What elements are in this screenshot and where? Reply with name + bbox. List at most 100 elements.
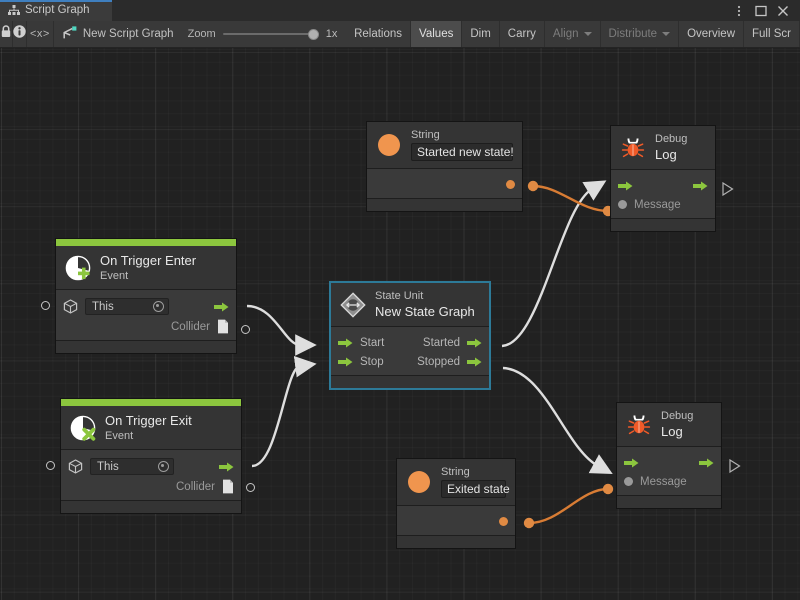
lock-toggle-button[interactable] <box>0 21 13 47</box>
target-object-field[interactable]: This <box>90 458 174 476</box>
message-label: Message <box>640 475 687 488</box>
value-output-port[interactable] <box>499 516 508 526</box>
started-label: Started <box>422 336 460 349</box>
tab-script-graph[interactable]: Script Graph <box>0 0 112 21</box>
string-value-field[interactable]: Started new state! <box>411 142 514 161</box>
graph-toolbar: <x> New Script Graph Zoom 1x Relations V… <box>0 21 800 48</box>
graph-name-field[interactable]: New Script Graph <box>54 21 184 47</box>
node-on-trigger-enter[interactable]: On Trigger Enter Event This <box>55 238 237 355</box>
toolbar-button-carry[interactable]: Carry <box>499 21 545 47</box>
stopped-output-port[interactable]: Stopped <box>417 356 482 368</box>
zoom-control[interactable]: Zoom 1x <box>184 21 346 47</box>
node-header: On Trigger Enter Event <box>56 246 236 290</box>
info-button[interactable] <box>13 21 27 47</box>
gameobject-cube-icon <box>63 299 78 314</box>
string-value-field[interactable]: Exited state <box>441 479 510 498</box>
node-footer <box>56 340 236 354</box>
port-row-collider: Collider <box>61 477 241 496</box>
toolbar-button-overview[interactable]: Overview <box>679 21 745 47</box>
node-footer <box>611 218 715 232</box>
target-object-value: This <box>97 460 119 473</box>
align-label: Align <box>552 28 579 40</box>
wire-endpoint-dot <box>527 180 539 192</box>
flow-input-port[interactable] <box>618 181 633 191</box>
collider-value-icon[interactable] <box>222 479 234 494</box>
zoom-value: 1x <box>325 28 338 40</box>
zoom-slider-knob[interactable] <box>307 28 319 40</box>
flow-input-port[interactable] <box>624 458 639 468</box>
zoom-slider[interactable] <box>222 27 319 41</box>
flow-output-port[interactable] <box>219 462 234 472</box>
trigger-enter-collider-output-port[interactable] <box>241 325 250 334</box>
message-input-port[interactable] <box>618 200 627 210</box>
started-output-port[interactable]: Started <box>423 337 482 349</box>
node-header-text: On Trigger Exit Event <box>105 413 192 442</box>
toolbar-button-align[interactable]: Align <box>544 21 601 47</box>
close-icon[interactable] <box>773 0 793 21</box>
port-row-flow <box>617 453 721 472</box>
node-title: On Trigger Exit <box>105 413 192 428</box>
toolbar-button-dim[interactable]: Dim <box>462 21 500 47</box>
trigger-exit-collider-output-port[interactable] <box>246 483 255 492</box>
object-picker-icon[interactable] <box>153 301 164 313</box>
toolbar-button-relations[interactable]: Relations <box>346 21 412 47</box>
lock-icon <box>0 25 12 43</box>
debug-bug-icon <box>626 412 652 438</box>
node-header: Debug Log <box>611 126 715 170</box>
node-header-text: String Exited state <box>441 466 510 498</box>
value-output-port[interactable] <box>506 179 515 189</box>
kebab-menu-icon[interactable] <box>729 0 749 21</box>
collider-value-icon[interactable] <box>217 319 229 334</box>
flow-output-port[interactable] <box>699 458 714 468</box>
zoom-slider-track <box>222 33 319 35</box>
node-header-text: String Started new state! <box>411 129 514 161</box>
port-row-message: Message <box>611 195 715 214</box>
node-body: This Collider <box>56 289 236 341</box>
start-input-port[interactable]: Start <box>338 337 384 349</box>
toolbar-button-distribute[interactable]: Distribute <box>600 21 680 47</box>
node-body: This Collider <box>61 449 241 501</box>
object-picker-icon[interactable] <box>158 461 169 473</box>
wire-state-started-to-debuglog-top <box>501 180 607 348</box>
node-title: On Trigger Enter <box>100 253 197 268</box>
graph-canvas[interactable]: String Started new state! <box>0 48 800 600</box>
maximize-icon[interactable] <box>751 0 771 21</box>
target-object-field[interactable]: This <box>85 298 169 316</box>
node-body: Message <box>617 446 721 496</box>
toolbar-button-fullscreen[interactable]: Full Scr <box>744 21 800 47</box>
node-string-bottom[interactable]: String Exited state <box>396 458 516 549</box>
code-brackets-icon: <x> <box>29 28 50 40</box>
wire-string-top-to-message <box>532 184 609 213</box>
wire-trigger-enter-to-state-start <box>246 304 317 356</box>
string-value-icon <box>376 132 402 158</box>
code-view-button[interactable]: <x> <box>27 21 54 47</box>
wire-state-stopped-to-debuglog-bottom <box>502 366 613 475</box>
trigger-enter-external-input-port[interactable] <box>41 301 50 310</box>
node-body: Message <box>611 169 715 219</box>
node-body <box>367 167 522 198</box>
gameobject-cube-icon <box>68 459 83 474</box>
node-string-top[interactable]: String Started new state! <box>366 121 523 212</box>
node-header-text: On Trigger Enter Event <box>100 253 196 282</box>
node-header: String Exited state <box>397 459 515 505</box>
stop-input-port[interactable]: Stop <box>338 356 384 368</box>
graph-icon <box>8 5 20 16</box>
message-input-port[interactable] <box>624 477 633 487</box>
node-header: On Trigger Exit Event <box>61 406 241 450</box>
node-debug-log-top[interactable]: Debug Log Message <box>610 125 716 233</box>
flow-output-port[interactable] <box>214 302 229 312</box>
start-label: Start <box>360 336 385 349</box>
node-debug-log-bottom[interactable]: Debug Log Message <box>616 402 722 510</box>
toolbar-button-values[interactable]: Values <box>411 21 463 47</box>
node-footer <box>61 500 241 514</box>
flow-output-port[interactable] <box>693 181 708 191</box>
trigger-exit-external-input-port[interactable] <box>46 461 55 470</box>
debuglog-bottom-flow-output-handle[interactable] <box>729 458 741 478</box>
node-header-text: State Unit New State Graph <box>375 290 475 319</box>
debuglog-top-flow-output-handle[interactable] <box>722 181 734 201</box>
collider-label: Collider <box>171 320 210 333</box>
node-on-trigger-exit[interactable]: On Trigger Exit Event This <box>60 398 242 515</box>
node-state-unit[interactable]: State Unit New State Graph Start Started <box>330 282 490 390</box>
node-title: String <box>441 466 470 478</box>
window-buttons <box>729 0 800 21</box>
